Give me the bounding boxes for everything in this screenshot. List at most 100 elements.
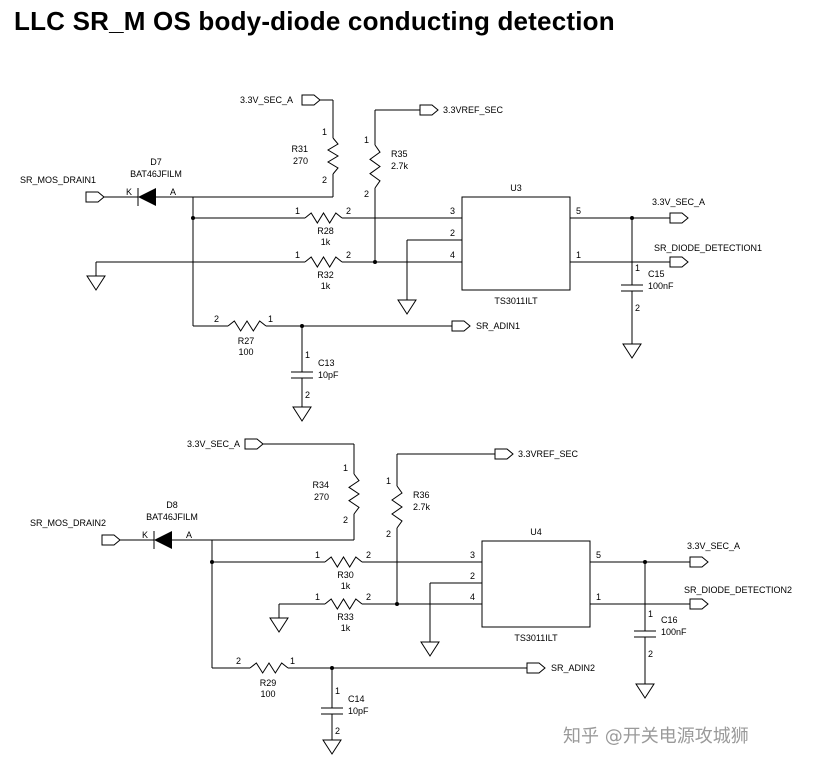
capacitor-value: 100nF — [661, 627, 687, 637]
capacitor-ref: C16 — [661, 615, 678, 625]
pin-number: 2 — [364, 189, 369, 199]
pin-number: 2 — [335, 726, 340, 736]
resistor-value: 1k — [341, 581, 351, 591]
ic-pin-number: 4 — [450, 250, 455, 260]
ic-pin-number: 1 — [596, 592, 601, 602]
supply-port-symbol — [244, 438, 264, 450]
pin-number: 1 — [386, 476, 391, 486]
output-supply-port: 3.3V_SEC_A — [652, 197, 705, 207]
capacitor-value: 10pF — [318, 370, 339, 380]
resistor-ref: R27 — [238, 336, 255, 346]
ground-symbol — [420, 641, 440, 657]
pin-number: 1 — [295, 250, 300, 260]
pin-number: 2 — [214, 314, 219, 324]
ground-symbol — [622, 343, 642, 359]
diode-part: BAT46JFILM — [130, 169, 182, 179]
pin-number: 2 — [635, 303, 640, 313]
ic-part: TS3011ILT — [514, 633, 558, 643]
pin-number: 1 — [290, 656, 295, 666]
diode-cathode-label: K — [142, 530, 148, 540]
ic-body — [461, 196, 571, 291]
output-supply-port-symbol — [669, 212, 689, 224]
output-port: SR_DIODE_DETECTION2 — [684, 585, 792, 595]
adc-net-label: SR_ADIN2 — [551, 663, 595, 673]
circuit-1: 3.3V_SEC_A12R312703.3VREF_SEC12R352.7kSR… — [20, 95, 762, 407]
input-net-label: SR_MOS_DRAIN2 — [30, 518, 106, 528]
resistor-ref: R35 — [391, 149, 408, 159]
ic-pin-number: 5 — [576, 206, 581, 216]
ground-symbol — [292, 406, 312, 422]
ground-symbol — [635, 683, 655, 699]
diode-part: BAT46JFILM — [146, 512, 198, 522]
diode-cathode-label: K — [126, 187, 132, 197]
vref-port: 3.3VREF_SEC — [518, 449, 579, 459]
pin-number: 2 — [648, 649, 653, 659]
pin-number: 1 — [648, 609, 653, 619]
diode-anode-label: A — [186, 530, 192, 540]
resistor-value: 1k — [321, 237, 331, 247]
pin-number: 2 — [366, 592, 371, 602]
ic-part: TS3011ILT — [494, 296, 538, 306]
capacitor-ref: C14 — [348, 694, 365, 704]
diode-body — [138, 188, 156, 206]
pin-number: 2 — [366, 550, 371, 560]
output-supply-label: 3.3V_SEC_A — [687, 541, 740, 551]
pin-number: 2 — [236, 656, 241, 666]
resistor-value: 100 — [260, 689, 275, 699]
supply-port: 3.3V_SEC_A — [187, 439, 240, 449]
capacitor-output: 1 2 C16 100nF — [634, 609, 687, 659]
input-net-label: SR_MOS_DRAIN1 — [20, 175, 96, 185]
pin-number: 2 — [346, 250, 351, 260]
supply-port-symbol — [301, 94, 321, 106]
ic-pin-number: 3 — [470, 550, 475, 560]
resistor-value: 270 — [293, 156, 308, 166]
input-port: SR_MOS_DRAIN1 — [20, 175, 96, 185]
resistor-value: 100 — [238, 347, 253, 357]
ic-pin-number: 2 — [470, 571, 475, 581]
output-net-label: SR_DIODE_DETECTION1 — [654, 243, 762, 253]
resistor-ref: R28 — [317, 226, 334, 236]
resistor-ref: R33 — [337, 612, 354, 622]
output-supply-port-symbol — [689, 556, 709, 568]
input-port: SR_MOS_DRAIN2 — [30, 518, 106, 528]
ground-symbol — [322, 739, 342, 755]
ic-body — [481, 540, 591, 628]
resistor-ref: R34 — [312, 480, 329, 490]
pin-number: 2 — [305, 390, 310, 400]
adc-net-label: SR_ADIN1 — [476, 321, 520, 331]
output-port-symbol — [669, 256, 689, 268]
ground-symbol — [397, 299, 417, 315]
pin-number: 2 — [386, 529, 391, 539]
junction-dot — [643, 560, 647, 564]
vref-port-symbol — [494, 448, 514, 460]
adc-port-symbol — [451, 320, 471, 332]
ic-pin-number: 3 — [450, 206, 455, 216]
circuit-2: 3.3V_SEC_A12R342703.3VREF_SEC12R362.7kSR… — [30, 439, 792, 740]
diode-ref: D7 — [150, 157, 162, 167]
supply-net-label: 3.3V_SEC_A — [187, 439, 240, 449]
watermark-text: 知乎 @开关电源攻城狮 — [563, 726, 749, 747]
adc-port: SR_ADIN2 — [551, 663, 595, 673]
pin-number: 1 — [343, 463, 348, 473]
pin-number: 1 — [315, 592, 320, 602]
capacitor-value: 100nF — [648, 281, 674, 291]
junction-dot — [395, 602, 399, 606]
ic-ref: U4 — [530, 527, 542, 537]
resistor-ref: R29 — [260, 678, 277, 688]
output-supply-port: 3.3V_SEC_A — [687, 541, 740, 551]
ic-pin-number: 4 — [470, 592, 475, 602]
pin-number: 1 — [364, 135, 369, 145]
